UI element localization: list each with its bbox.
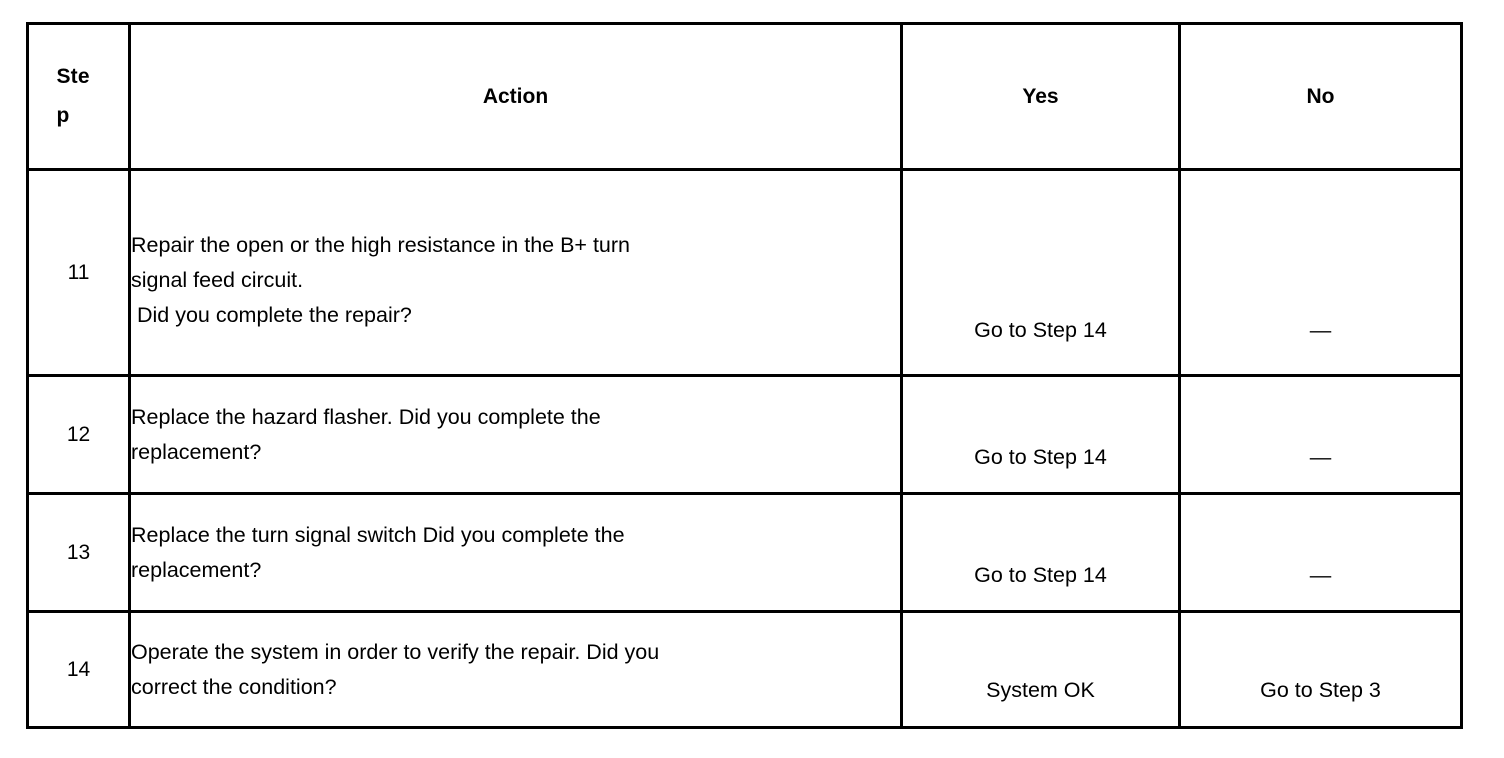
cell-action: Replace the turn signal switch Did you c… bbox=[128, 492, 903, 613]
cell-no-result: — bbox=[1178, 168, 1463, 377]
cell-step-number: 13 bbox=[26, 492, 131, 613]
cell-no-result: — bbox=[1178, 492, 1463, 613]
action-line: Replace the turn signal switch Did you c… bbox=[131, 522, 625, 547]
cell-action: Operate the system in order to verify th… bbox=[128, 610, 903, 729]
cell-step-number: 12 bbox=[26, 374, 131, 495]
header-row: Step Action Yes No bbox=[26, 22, 1463, 171]
column-header-step: Step bbox=[26, 22, 131, 171]
cell-no-result: — bbox=[1178, 374, 1463, 495]
table-row: 12 Replace the hazard flasher. Did you c… bbox=[26, 374, 1463, 495]
action-line: Replace the hazard flasher. Did you comp… bbox=[131, 404, 601, 429]
action-line: replacement? bbox=[131, 439, 262, 464]
table-row: 11 Repair the open or the high resistanc… bbox=[26, 168, 1463, 377]
action-line: signal feed circuit. bbox=[131, 268, 304, 293]
action-line: correct the condition? bbox=[131, 674, 337, 699]
cell-yes-result: Go to Step 14 bbox=[900, 492, 1181, 613]
cell-action: Replace the hazard flasher. Did you comp… bbox=[128, 374, 903, 495]
cell-yes-result: System OK bbox=[900, 610, 1181, 729]
table-row: 14 Operate the system in order to verify… bbox=[26, 610, 1463, 729]
action-line: Operate the system in order to verify th… bbox=[131, 639, 660, 664]
column-header-action: Action bbox=[128, 22, 903, 171]
cell-yes-result: Go to Step 14 bbox=[900, 374, 1181, 495]
column-header-no-label: No bbox=[1306, 85, 1335, 108]
table-header: Step Action Yes No bbox=[26, 22, 1463, 171]
cell-yes-result: Go to Step 14 bbox=[900, 168, 1181, 377]
cell-action: Repair the open or the high resistance i… bbox=[128, 168, 903, 377]
table-row: 13 Replace the turn signal switch Did yo… bbox=[26, 492, 1463, 613]
cell-step-number: 14 bbox=[26, 610, 131, 729]
cell-step-number: 11 bbox=[26, 168, 131, 377]
column-header-step-label: Step bbox=[56, 64, 90, 127]
table-body: 11 Repair the open or the high resistanc… bbox=[26, 168, 1463, 729]
column-header-yes-label: Yes bbox=[1022, 85, 1059, 108]
column-header-yes: Yes bbox=[900, 22, 1181, 171]
action-line: Repair the open or the high resistance i… bbox=[131, 233, 630, 258]
column-header-action-label: Action bbox=[482, 85, 549, 108]
action-line: Did you complete the repair? bbox=[131, 302, 412, 327]
cell-no-result: Go to Step 3 bbox=[1178, 610, 1463, 729]
column-header-no: No bbox=[1178, 22, 1463, 171]
action-line: replacement? bbox=[131, 557, 262, 582]
diagnostic-table: Step Action Yes No 11 Repair the open or… bbox=[26, 22, 1463, 729]
